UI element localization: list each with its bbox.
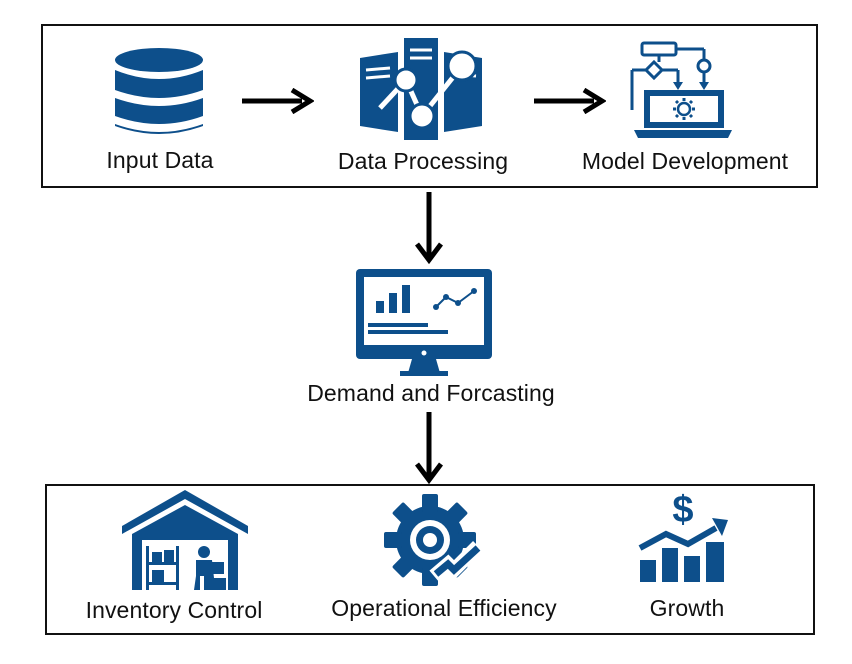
growth-label: Growth <box>649 595 725 621</box>
dollar-growth-icon: $ <box>638 489 728 582</box>
arrow-down-1 <box>415 192 443 264</box>
arrow-right-1 <box>242 88 314 114</box>
data-processing-label: Data Processing <box>337 148 509 174</box>
svg-text:$: $ <box>672 489 693 531</box>
demand-forecasting-label: Demand and Forcasting <box>307 380 555 406</box>
gear-check-icon <box>384 494 483 586</box>
warehouse-icon <box>122 490 248 590</box>
database-icon <box>115 48 203 134</box>
arrow-right-2 <box>534 88 606 114</box>
operational-efficiency-label: Operational Efficiency <box>331 595 557 621</box>
model-development-label: Model Development <box>581 148 789 174</box>
data-processing-icon <box>360 38 482 140</box>
arrow-down-2 <box>415 412 443 484</box>
monitor-chart-icon <box>356 269 492 376</box>
inventory-control-label: Inventory Control <box>85 597 263 623</box>
input-data-label: Input Data <box>106 147 214 173</box>
model-development-icon <box>630 41 732 138</box>
